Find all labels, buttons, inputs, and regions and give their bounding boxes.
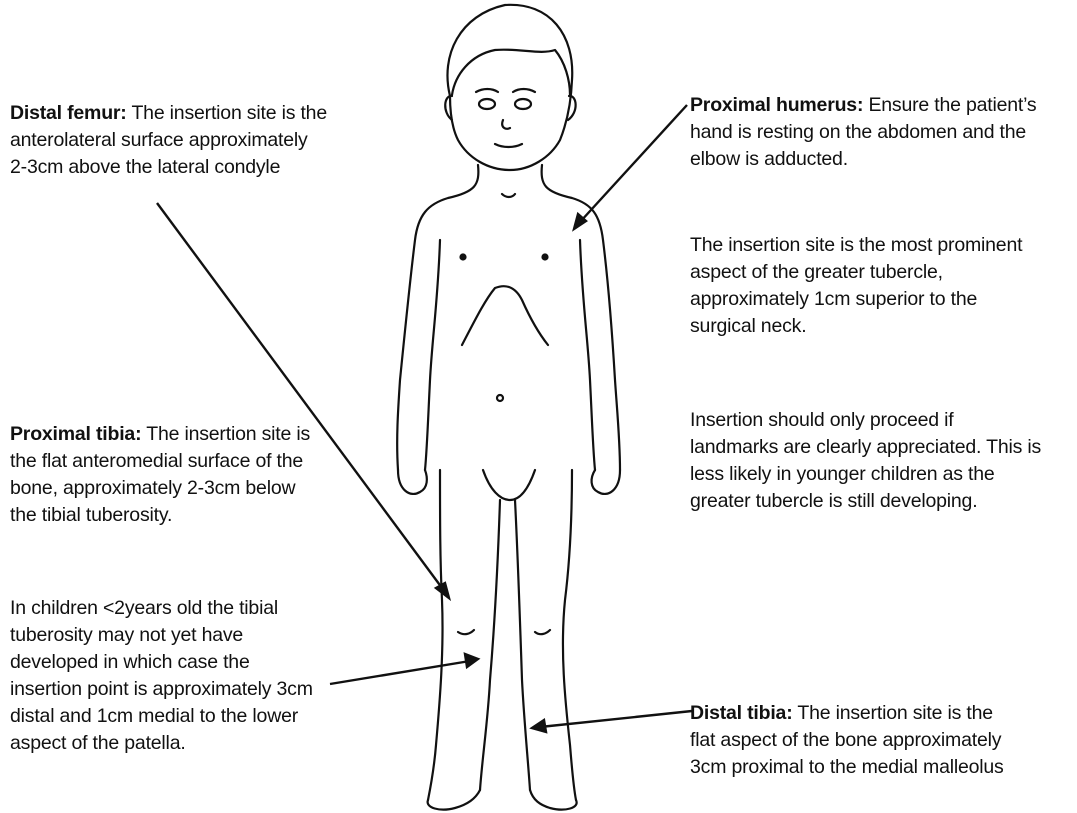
child-arm-right-inner (580, 240, 595, 470)
callout-heading-distal-femur: Distal femur: (10, 102, 127, 124)
callout-distal-femur: Distal femur: The insertion site is the … (10, 100, 380, 181)
callout-text: hand is resting on the abdomen and the (690, 119, 1075, 146)
child-mouth (495, 144, 522, 147)
callout-text: Ensure the patient’s (863, 94, 1036, 116)
child-torso-left (397, 165, 478, 470)
arrowhead-proximal-tibia (465, 654, 478, 667)
child-knee-left (458, 630, 474, 634)
callout-text: distal and 1cm medial to the lower (10, 703, 370, 730)
callout-text: approximately 1cm superior to the (690, 286, 1075, 313)
child-torso-right (542, 165, 620, 470)
callout-text: The insertion site is the (793, 702, 993, 724)
callout-text: 2-3cm above the lateral condyle (10, 154, 380, 181)
callout-proximal-humerus-site: The insertion site is the most prominent… (690, 232, 1075, 340)
callout-text: flat aspect of the bone approximately (690, 727, 1075, 754)
child-hand-left (398, 470, 427, 494)
callout-text: greater tubercle is still developing. (690, 488, 1075, 515)
callout-text: landmarks are clearly appreciated. This … (690, 434, 1075, 461)
callout-proximal-tibia-note: In children <2years old the tibial tuber… (10, 595, 370, 757)
child-chest-notch (502, 194, 515, 197)
child-navel (497, 395, 503, 401)
child-head-outline (447, 5, 572, 170)
child-foot-right (530, 790, 577, 810)
child-nipple-right (543, 255, 548, 260)
child-knee-right (535, 630, 550, 634)
callout-text: surgical neck. (690, 313, 1075, 340)
callout-text: aspect of the greater tubercle, (690, 259, 1075, 286)
pointer-line-distal-tibia (540, 711, 692, 727)
child-leg-right-inner (515, 500, 530, 790)
child-leg-left-inner (480, 500, 500, 790)
callout-text: The insertion site is the most prominent (690, 232, 1075, 259)
child-groin (483, 470, 535, 500)
child-rib-line (462, 286, 548, 345)
callout-text: The insertion site is the (127, 102, 327, 124)
child-nipple-left (461, 255, 466, 260)
callout-distal-tibia: Distal tibia: The insertion site is the … (690, 700, 1075, 781)
callout-heading-proximal-humerus: Proximal humerus: (690, 94, 863, 116)
callout-text: Insertion should only proceed if (690, 407, 1075, 434)
callout-text: tuberosity may not yet have (10, 622, 370, 649)
child-eye-right (515, 99, 531, 109)
arrowhead-distal-tibia (532, 720, 546, 732)
callout-text: insertion point is approximately 3cm (10, 676, 370, 703)
callout-proximal-humerus: Proximal humerus: Ensure the patient’s h… (690, 92, 1075, 173)
callout-text: bone, approximately 2-3cm below (10, 475, 370, 502)
child-hair-fringe (452, 50, 570, 95)
callout-heading-distal-tibia: Distal tibia: (690, 702, 793, 724)
callout-proximal-tibia: Proximal tibia: The insertion site is th… (10, 421, 370, 529)
callout-proximal-humerus-caution: Insertion should only proceed if landmar… (690, 407, 1075, 515)
pointer-line-proximal-humerus (580, 105, 687, 222)
child-leg-left-outer (428, 470, 443, 800)
callout-heading-proximal-tibia: Proximal tibia: (10, 423, 141, 445)
callout-text: The insertion site is (141, 423, 310, 445)
child-foot-left (428, 790, 480, 810)
callout-text: 3cm proximal to the medial malleolus (690, 754, 1075, 781)
child-eyebrow-left (476, 89, 498, 92)
pointer-line-distal-femur (157, 203, 445, 592)
callout-text: less likely in younger children as the (690, 461, 1075, 488)
child-nose (502, 120, 510, 129)
callout-text: elbow is adducted. (690, 146, 1075, 173)
child-arm-left-inner (425, 240, 440, 470)
callout-text: the flat anteromedial surface of the (10, 448, 370, 475)
child-eye-left (479, 99, 495, 109)
child-leg-right-outer (563, 470, 576, 800)
callout-text: In children <2years old the tibial (10, 595, 370, 622)
callout-text: anterolateral surface approximately (10, 127, 380, 154)
callout-text: developed in which case the (10, 649, 370, 676)
child-eyebrow-right (513, 89, 535, 92)
callout-text: aspect of the patella. (10, 730, 370, 757)
child-hand-right (592, 470, 620, 494)
callout-text: the tibial tuberosity. (10, 502, 370, 529)
